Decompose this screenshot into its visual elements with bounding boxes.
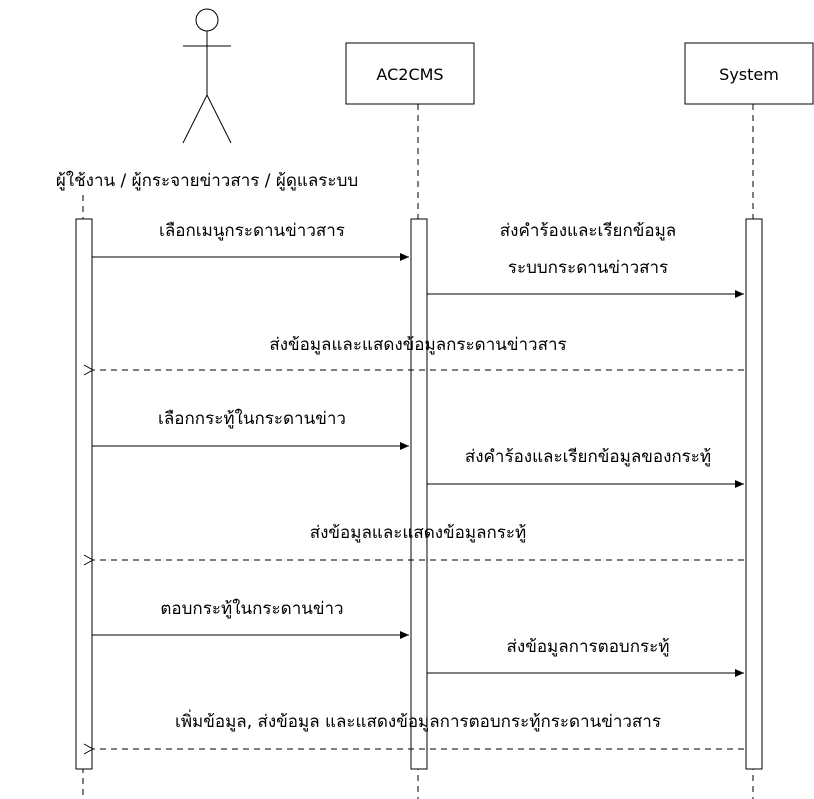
participant-system-label: System — [719, 65, 779, 84]
activation-system — [745, 218, 763, 770]
message-6: ส่งข้อมูลและแสดงข้อมูลกระทู้ — [93, 523, 744, 560]
message-9-label: เพิ่มข้อมูล, ส่งข้อมูล และแสดงข้อมูลการต… — [175, 709, 661, 732]
message-7: ตอบกระทู้ในกระดานข่าว — [92, 598, 409, 639]
message-4-label: เลือกกระทู้ในกระดานข่าว — [158, 408, 346, 429]
message-1-label: เลือกเมนูกระดานข่าวสาร — [159, 221, 345, 241]
message-2: ส่งคำร้องและเรียกข้อมูล ระบบกระดานข่าวสา… — [427, 221, 744, 298]
message-5: ส่งคำร้องและเรียกข้อมูลของกระทู้ — [427, 447, 744, 488]
message-8: ส่งข้อมูลการตอบกระทู้ — [427, 637, 744, 677]
message-4: เลือกกระทู้ในกระดานข่าว — [92, 408, 409, 450]
message-1: เลือกเมนูกระดานข่าวสาร — [92, 221, 409, 261]
message-5-label: ส่งคำร้องและเรียกข้อมูลของกระทู้ — [465, 447, 711, 467]
message-7-label: ตอบกระทู้ในกระดานข่าว — [160, 598, 343, 619]
participant-system: System — [684, 42, 814, 105]
message-3-label: ส่งข้อมูลและแสดงข้อมูลกระดานข่าวสาร — [269, 335, 566, 355]
participant-ac2cms-label: AC2CMS — [376, 65, 443, 84]
actor-label: ผู้ใช้งาน / ผู้กระจายข่าวสาร / ผู้ดูแลระ… — [56, 170, 358, 191]
message-8-label: ส่งข้อมูลการตอบกระทู้ — [507, 637, 670, 657]
participant-ac2cms: AC2CMS — [345, 42, 475, 105]
message-2-label-line-2: ระบบกระดานข่าวสาร — [508, 258, 668, 278]
message-9: เพิ่มข้อมูล, ส่งข้อมูล และแสดงข้อมูลการต… — [93, 709, 744, 749]
message-2-label-line-1: ส่งคำร้องและเรียกข้อมูล — [500, 221, 676, 241]
activation-actor — [75, 218, 93, 770]
activation-ac2cms — [410, 218, 428, 770]
actor-icon — [182, 8, 232, 144]
message-6-label: ส่งข้อมูลและแสดงข้อมูลกระทู้ — [310, 523, 527, 543]
message-3: ส่งข้อมูลและแสดงข้อมูลกระดานข่าวสาร — [93, 335, 744, 370]
